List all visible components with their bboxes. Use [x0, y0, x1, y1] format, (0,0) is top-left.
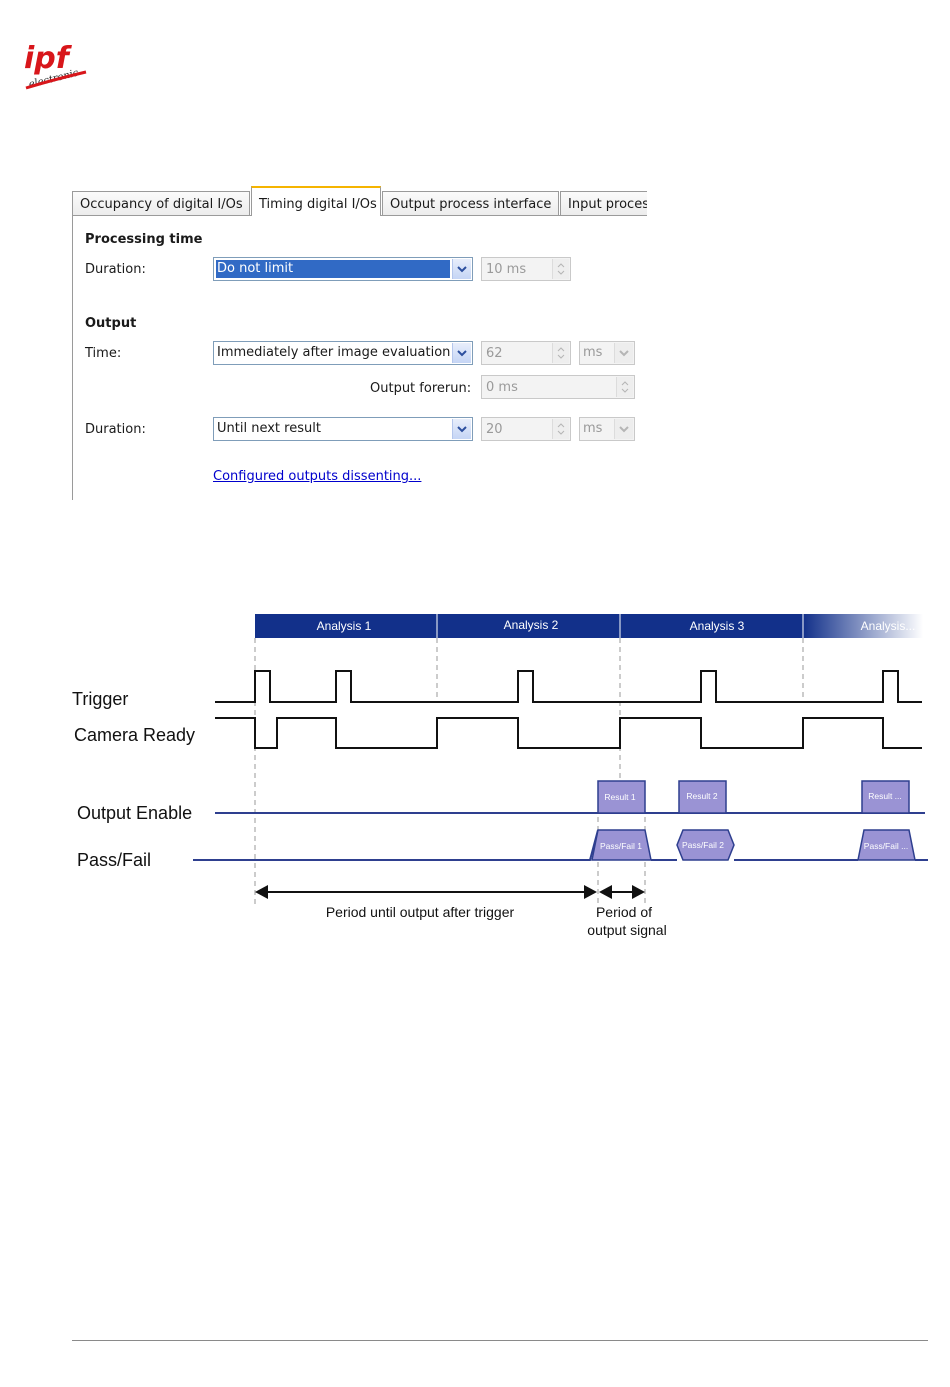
- camera-ready-waveform: [215, 717, 922, 749]
- output-duration-unit: ms: [583, 421, 603, 436]
- result-box: [678, 780, 727, 814]
- processing-time-heading: Processing time: [85, 232, 203, 247]
- output-time-unit-select[interactable]: ms: [579, 341, 635, 365]
- result-label: Result ...: [868, 791, 902, 801]
- tab-timing-digital-ios[interactable]: Timing digital I/Os: [251, 186, 381, 216]
- spinner-arrows-icon[interactable]: [552, 259, 569, 279]
- period-output-label-1: Period of: [596, 904, 652, 920]
- ipf-electronic-logo: ipf electronic: [24, 41, 87, 91]
- pass-fail-line: [193, 829, 599, 861]
- pass-fail-label: Pass/Fail 1: [600, 841, 642, 851]
- spinner-arrows-icon[interactable]: [616, 377, 633, 397]
- output-duration-label: Duration:: [85, 422, 146, 437]
- signal-label-trigger: Trigger: [72, 689, 128, 709]
- chevron-down-icon[interactable]: [614, 419, 633, 439]
- processing-duration-label: Duration:: [85, 262, 146, 277]
- output-duration-spinner[interactable]: 20: [481, 417, 571, 441]
- arrowhead-icon: [599, 885, 612, 899]
- trigger-waveform: [215, 670, 922, 703]
- chevron-down-icon[interactable]: [452, 343, 471, 363]
- processing-duration-select[interactable]: Do not limit: [213, 257, 473, 281]
- arrowhead-icon: [584, 885, 597, 899]
- output-time-unit: ms: [583, 345, 603, 360]
- spinner-arrows-icon[interactable]: [552, 343, 569, 363]
- output-duration-number: 20: [486, 422, 503, 437]
- processing-limit-spinner[interactable]: 10 ms: [481, 257, 571, 281]
- chevron-down-icon[interactable]: [452, 259, 471, 279]
- spinner-arrows-icon[interactable]: [552, 419, 569, 439]
- output-time-spinner[interactable]: 62: [481, 341, 571, 365]
- tab-strip: Occupancy of digital I/Os Timing digital…: [72, 185, 647, 216]
- result-box: [597, 780, 646, 814]
- period-trigger-label: Period until output after trigger: [326, 904, 515, 920]
- analysis-header-bar: [255, 614, 803, 638]
- output-time-number: 62: [486, 346, 503, 361]
- signal-label-output-enable: Output Enable: [77, 803, 192, 823]
- analysis-label: Analysis 1: [317, 619, 372, 633]
- pass-fail-box: [591, 829, 652, 861]
- signal-label-camera-ready: Camera Ready: [74, 725, 195, 745]
- analysis-label: Analysis 2: [504, 618, 559, 632]
- tab-input-process[interactable]: Input proces: [560, 191, 647, 215]
- arrowhead-icon: [255, 885, 268, 899]
- pass-fail-label: Pass/Fail 2: [682, 840, 724, 850]
- footer-rule: [72, 1340, 928, 1341]
- analysis-header-fade: [803, 614, 923, 638]
- timing-diagram: Analysis 1 Analysis 2 Analysis 3 Analysi…: [72, 614, 928, 938]
- pass-fail-box: [857, 829, 916, 861]
- timing-settings-dialog: Occupancy of digital I/Os Timing digital…: [72, 185, 647, 500]
- period-output-label-2: output signal: [587, 922, 666, 938]
- signal-label-pass-fail: Pass/Fail: [77, 850, 151, 870]
- result-label: Result 1: [604, 792, 635, 802]
- result-box: [861, 780, 910, 814]
- chevron-down-icon[interactable]: [452, 419, 471, 439]
- output-time-select[interactable]: Immediately after image evaluation: [213, 341, 473, 365]
- output-forerun-spinner[interactable]: 0 ms: [481, 375, 635, 399]
- pass-fail-box: [676, 829, 735, 861]
- processing-limit-value: 10 ms: [486, 262, 527, 277]
- tab-output-process-interface[interactable]: Output process interface: [382, 191, 559, 215]
- analysis-label: Analysis...: [861, 619, 916, 633]
- logo-swoosh: [25, 70, 87, 90]
- result-label: Result 2: [686, 791, 717, 801]
- processing-duration-value: Do not limit: [216, 260, 450, 278]
- output-time-value: Immediately after image evaluation: [217, 345, 450, 360]
- configured-outputs-link[interactable]: Configured outputs dissenting...: [213, 469, 422, 484]
- output-forerun-value: 0 ms: [486, 380, 518, 395]
- output-duration-select[interactable]: Until next result: [213, 417, 473, 441]
- output-duration-value: Until next result: [217, 421, 321, 436]
- output-duration-unit-select[interactable]: ms: [579, 417, 635, 441]
- output-heading: Output: [85, 316, 137, 331]
- analysis-label: Analysis 3: [690, 619, 745, 633]
- output-time-label: Time:: [85, 346, 122, 361]
- logo-text: ipf: [24, 41, 73, 76]
- chevron-down-icon[interactable]: [614, 343, 633, 363]
- arrowhead-icon: [632, 885, 645, 899]
- tab-occupancy-digital-ios[interactable]: Occupancy of digital I/Os: [72, 191, 250, 215]
- output-forerun-label: Output forerun:: [370, 381, 472, 396]
- pass-fail-label: Pass/Fail ...: [864, 841, 908, 851]
